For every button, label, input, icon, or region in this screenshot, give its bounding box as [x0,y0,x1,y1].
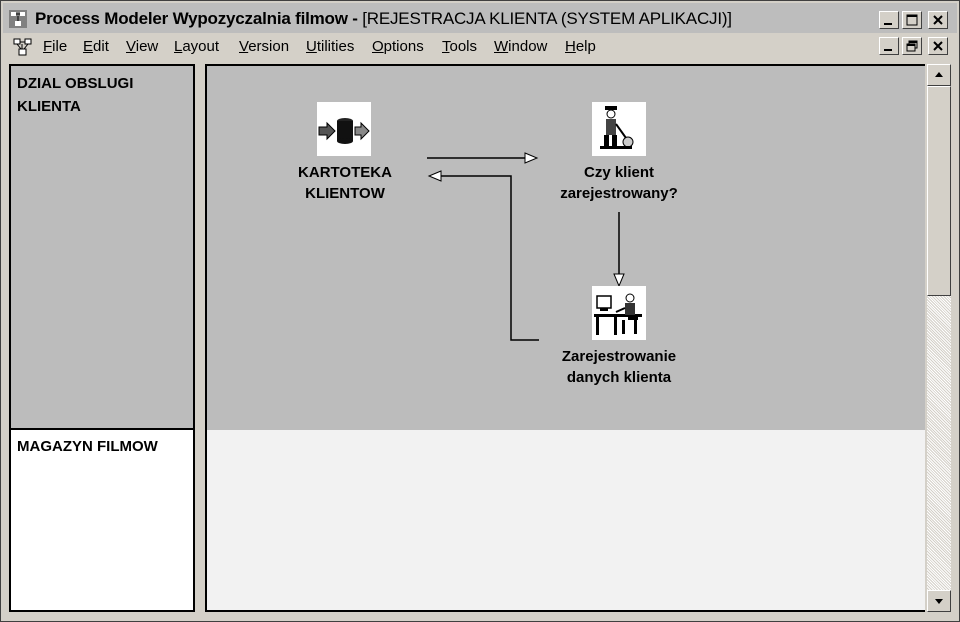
menu-tools[interactable]: Tools [442,38,477,55]
minimize-button[interactable] [879,11,899,29]
menu-window[interactable]: Window [494,38,547,55]
menu-version-mnemonic: V [239,38,249,55]
menu-help[interactable]: Help [565,38,596,55]
menu-view-mnemonic: V [126,38,136,55]
menu-file-label: ile [52,38,68,55]
vertical-scrollbar[interactable] [927,64,951,612]
connectors-layer [427,152,625,341]
menu-window-label: indow [508,38,548,55]
datastore-label-line2: KLIENTOW [305,185,385,202]
doc-restore-button[interactable] [902,37,922,55]
minimize-icon [884,23,892,25]
menu-file[interactable]: File [43,38,67,55]
close-icon [933,15,943,25]
decision-node-icon[interactable] [592,102,646,156]
maximize-icon [906,14,918,26]
close-button[interactable] [928,11,948,29]
menu-layout-mnemonic: L [174,38,183,55]
menu-options-mnemonic: O [372,38,384,55]
flow-arrow-decision-to-process[interactable] [613,212,625,288]
scroll-down-button[interactable] [927,590,951,612]
scroll-thumb[interactable] [927,86,951,296]
lane-label-top-line2: KLIENTA [17,98,81,115]
datastore-label-line1: KARTOTEKA [298,164,392,181]
worker-icon [600,106,634,149]
menu-file-mnemonic: F [43,38,53,55]
document-area: DZIAL OBSLUGI KLIENTA MAGAZYN FILMOW [3,60,957,620]
datastore-node-label[interactable]: KARTOTEKA KLIENTOW [275,162,415,204]
datastore-node-icon[interactable] [317,102,371,156]
decision-label-line2: zarejestrowany? [560,185,678,202]
doc-minimize-button[interactable] [879,37,899,55]
title-bar[interactable]: Process Modeler Wypozyczalnia filmow - [… [3,3,957,33]
menu-utilities-label: tilities [316,38,355,55]
menu-view[interactable]: View [126,38,158,55]
menu-options-label: ptions [383,38,424,55]
computer-user-icon [594,293,642,335]
menu-version[interactable]: Version [239,38,289,55]
flow-arrow-process-to-kartoteka[interactable] [427,170,539,341]
app-title: Process Modeler Wypozyczalnia filmow - [35,9,363,28]
menu-layout-label: ayout [182,38,220,55]
menu-view-label: iew [135,38,159,55]
decision-node-label[interactable]: Czy klient zarejestrowany? [545,162,693,204]
menu-utilities[interactable]: Utilities [306,38,354,55]
menu-help-label: elp [575,38,596,55]
menu-layout[interactable]: Layout [174,38,219,55]
arrow-up-icon [935,72,943,77]
lane-label-top: DZIAL OBSLUGI KLIENTA [17,72,187,118]
scroll-track[interactable] [927,296,951,590]
lane-label-top-line1: DZIAL OBSLUGI [17,75,134,92]
process-label-line2: danych klienta [566,369,672,386]
scroll-up-button[interactable] [927,64,951,86]
menu-help-mnemonic: H [565,38,576,55]
decision-label-line1: Czy klient [583,164,655,181]
process-node-label[interactable]: Zarejestrowanie danych klienta [540,346,698,388]
restore-icon [906,40,918,52]
menu-bar: File Edit View Layout Version Utilities … [3,34,957,60]
arrow-down-icon [935,599,943,604]
menu-window-mnemonic: W [494,38,509,55]
menu-tools-mnemonic: T [442,38,450,55]
datastore-icon [318,118,370,144]
menu-edit-mnemonic: E [83,38,94,55]
close-icon [933,41,943,51]
document-title: [REJESTRACJA KLIENTA (SYSTEM APLIKACJI)] [362,9,732,28]
menu-utilities-mnemonic: U [306,38,317,55]
document-system-icon[interactable] [13,38,33,56]
diagram-canvas[interactable]: KARTOTEKA KLIENTOW Czy klient zare [205,64,925,612]
menu-version-label: ersion [248,38,290,55]
window-title: Process Modeler Wypozyczalnia filmow - [… [35,9,732,29]
lane-header-dzial-obslugi-klienta[interactable]: DZIAL OBSLUGI KLIENTA [11,66,193,430]
lane-label-magazyn-filmow[interactable]: MAGAZYN FILMOW [17,438,158,455]
flow-arrow-kartoteka-to-decision[interactable] [427,152,539,164]
process-label-line1: Zarejestrowanie [561,348,677,365]
menu-options[interactable]: Options [372,38,424,55]
maximize-button[interactable] [902,11,922,29]
menu-edit[interactable]: Edit [83,38,109,55]
minimize-icon [884,49,892,51]
menu-edit-label: dit [93,38,109,55]
lane-header-panel: DZIAL OBSLUGI KLIENTA MAGAZYN FILMOW [9,64,195,612]
app-icon[interactable] [9,10,27,28]
menu-tools-label: ools [449,38,478,55]
doc-close-button[interactable] [928,37,948,55]
process-node-icon[interactable] [592,286,646,340]
